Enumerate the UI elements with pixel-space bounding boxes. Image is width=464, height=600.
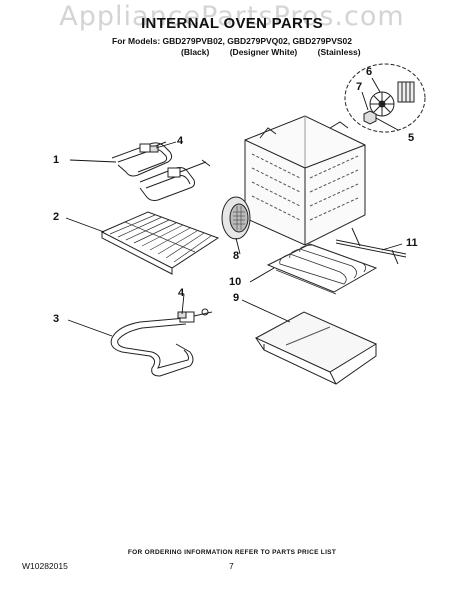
page-title: INTERNAL OVEN PARTS bbox=[141, 15, 323, 32]
variant-stainless: (Stainless) bbox=[317, 47, 361, 57]
upper-element-icon bbox=[111, 141, 211, 201]
callout-4-lower: 4 bbox=[178, 287, 185, 299]
callout-6: 6 bbox=[366, 66, 373, 78]
fan-cover-icon bbox=[221, 196, 251, 240]
callout-7: 7 bbox=[356, 81, 363, 93]
callout-4-upper: 4 bbox=[177, 135, 184, 147]
callout-2: 2 bbox=[53, 211, 60, 223]
broil-pan-icon bbox=[254, 311, 378, 385]
variant-black: (Black) bbox=[181, 47, 210, 57]
callout-11: 11 bbox=[406, 237, 418, 249]
fan-blade-icon bbox=[369, 91, 395, 117]
callout-3: 3 bbox=[53, 313, 60, 325]
lower-element-icon bbox=[110, 308, 213, 377]
rack-glide-icon bbox=[335, 227, 407, 265]
ordering-note: FOR ORDERING INFORMATION REFER TO PARTS … bbox=[127, 549, 337, 556]
callout-1: 1 bbox=[53, 154, 60, 166]
callout-10: 10 bbox=[229, 276, 242, 288]
watermark: AppliancePartsPros.com bbox=[59, 1, 405, 32]
oven-cavity bbox=[244, 115, 366, 246]
callout-5: 5 bbox=[408, 132, 415, 144]
models-line: For Models: GBD279PVB02, GBD279PVQ02, GB… bbox=[112, 36, 352, 46]
variant-designer-white: (Designer White) bbox=[229, 47, 298, 57]
broil-pan-grid-icon bbox=[266, 243, 378, 295]
fan-inset bbox=[344, 63, 426, 133]
model-variants: (Black) (Designer White) (Stainless) bbox=[181, 47, 379, 57]
fan-motor-icon bbox=[397, 81, 415, 103]
fan-nut-icon bbox=[363, 110, 377, 125]
page-number: 7 bbox=[229, 561, 234, 571]
oven-rack-icon bbox=[100, 211, 220, 275]
callout-9: 9 bbox=[233, 292, 240, 304]
document-number: W10282015 bbox=[22, 561, 68, 571]
leader-lines bbox=[65, 77, 403, 337]
callout-8: 8 bbox=[233, 250, 240, 262]
